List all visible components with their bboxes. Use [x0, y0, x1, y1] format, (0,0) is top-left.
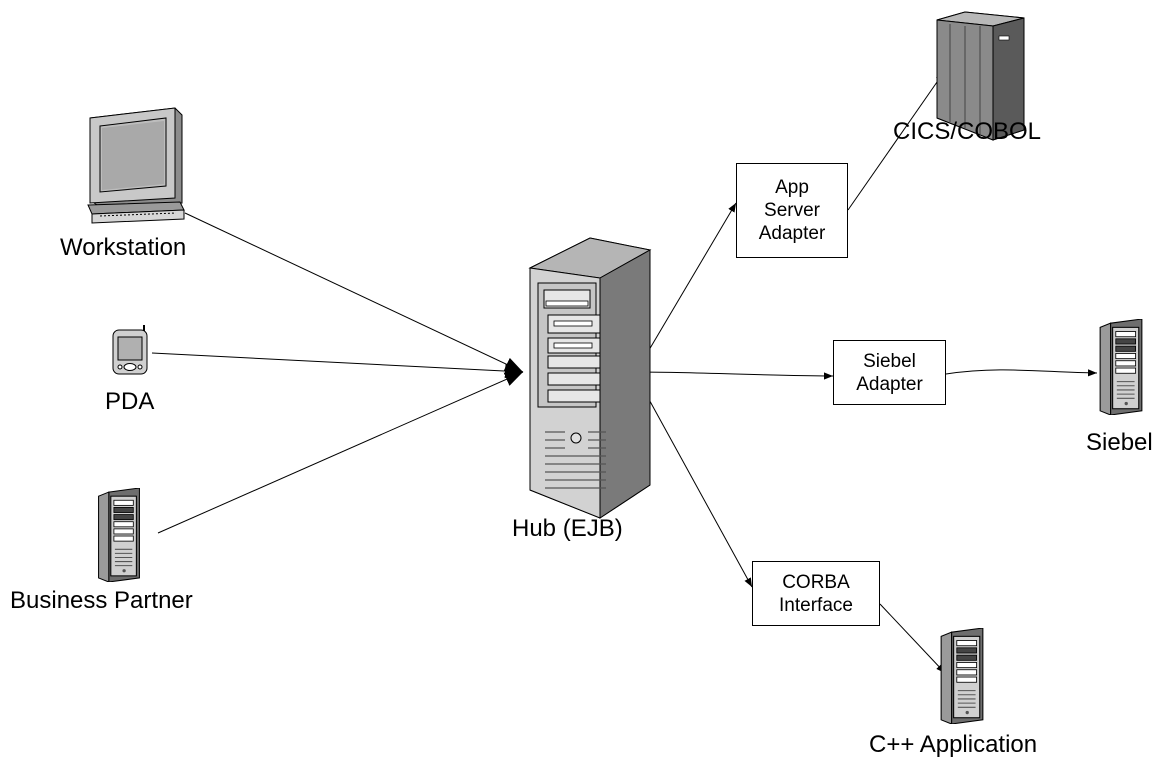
edge-hub-siebel-adapter — [635, 371, 834, 380]
app-server-adapter-line-2: Server — [764, 200, 820, 221]
cpp-application-server-icon — [940, 628, 984, 724]
business-partner-label: Business Partner — [10, 587, 193, 614]
edge-siebel-adapter-siebel — [945, 369, 1098, 377]
siebel-adapter-box: Siebel Adapter — [833, 340, 946, 405]
siebel-server-icon — [1099, 319, 1143, 415]
workstation-icon — [87, 107, 185, 224]
connectors — [151, 71, 1098, 674]
pda-label: PDA — [105, 388, 155, 415]
edge-workstation-hub — [184, 212, 524, 373]
corba-interface-box: CORBA Interface — [752, 561, 880, 626]
siebel-adapter-line-1: Siebel — [863, 350, 916, 372]
cpp-application-label: C++ Application — [869, 731, 1038, 758]
workstation-label: Workstation — [60, 234, 187, 261]
hub-label: Hub (EJB) — [512, 515, 623, 542]
mainframe-icon — [936, 11, 1025, 141]
app-server-adapter-line-3: Adapter — [758, 223, 826, 244]
business-partner-server-icon — [98, 488, 140, 582]
siebel-adapter-line-2: Adapter — [856, 373, 923, 395]
edge-corba-cpp — [879, 603, 946, 674]
cics-label: CICS/COBOL — [893, 118, 1042, 145]
siebel-label: Siebel — [1086, 429, 1153, 456]
edge-hub-appserver — [635, 202, 737, 373]
edge-partner-hub — [157, 371, 524, 534]
edge-pda-hub — [151, 352, 524, 379]
edge-hub-corba — [645, 393, 753, 588]
pda-icon — [112, 325, 148, 375]
app-server-adapter-box: App Server Adapter — [736, 163, 848, 258]
hub-server-icon — [528, 237, 652, 519]
edge-appserver-cics — [847, 71, 945, 211]
app-server-adapter-line-1: App — [775, 177, 809, 198]
corba-interface-line-2: Interface — [779, 594, 853, 616]
corba-interface-line-1: CORBA — [782, 571, 850, 593]
